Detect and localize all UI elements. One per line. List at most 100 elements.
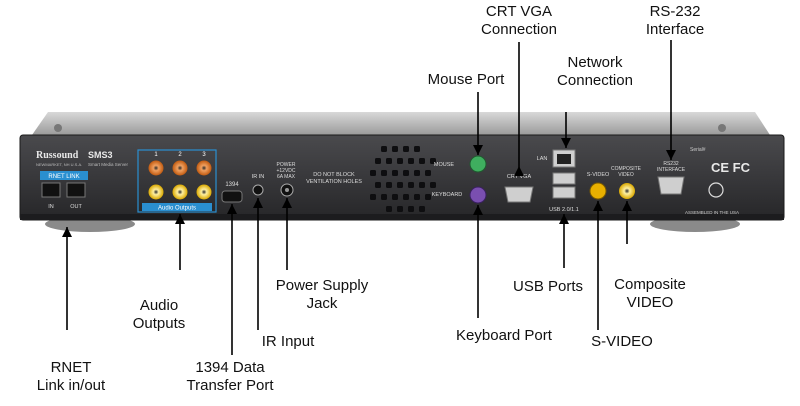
recycle-icon xyxy=(708,182,724,198)
chassis-bottom-edge xyxy=(20,214,784,220)
vent-hole xyxy=(381,170,387,176)
arrowhead-up xyxy=(559,214,569,224)
rnet-in-label: IN xyxy=(48,204,54,210)
rca-jack xyxy=(148,160,164,176)
power-label-3: 6A MAX xyxy=(277,174,296,180)
vent-hole xyxy=(370,194,376,200)
rs232-label-1: RS232 xyxy=(663,161,679,167)
audio-ch-3: 3 xyxy=(202,152,206,158)
lan-port-opening xyxy=(557,154,571,164)
arrowhead-up xyxy=(622,201,632,211)
chassis-top xyxy=(32,112,770,135)
arrowhead-down xyxy=(561,138,571,148)
vent-hole xyxy=(403,194,409,200)
svideo-port xyxy=(589,182,607,200)
usb-port-2 xyxy=(552,186,576,199)
callout-keyboard: Keyboard Port xyxy=(444,327,564,345)
vent-hole xyxy=(403,146,409,152)
rnet-out-label: OUT xyxy=(70,204,82,210)
vent-hole xyxy=(375,158,381,164)
vent-text-1: DO NOT BLOCK xyxy=(313,172,355,178)
arrowhead-up xyxy=(227,204,237,214)
composite-label-1: COMPOSITE xyxy=(611,166,642,172)
callout-1394: 1394 Data Transfer Port xyxy=(174,359,286,395)
vent-hole xyxy=(392,170,398,176)
callout-power: Power Supply Jack xyxy=(266,277,378,313)
callout-mouse: Mouse Port xyxy=(406,71,526,89)
callout-line: Connection xyxy=(557,72,633,89)
vent-hole xyxy=(430,158,436,164)
composite-port xyxy=(619,183,635,199)
rs232-port xyxy=(657,176,685,195)
callout-line: Power Supply xyxy=(275,277,369,294)
power-jack-pin xyxy=(285,188,289,192)
callout-line: CRT VGA xyxy=(485,3,553,20)
rca-jack xyxy=(172,184,188,200)
arrowhead-up xyxy=(253,198,263,208)
rca-jack xyxy=(196,160,212,176)
arrowhead-up xyxy=(593,201,603,211)
arrowhead-down xyxy=(473,145,483,155)
callout-line: Composite xyxy=(614,276,686,293)
screw xyxy=(54,124,62,132)
callout-line: Interface xyxy=(645,21,705,38)
callout-line: Link in/out xyxy=(36,377,106,394)
vent-hole xyxy=(381,146,387,152)
callout-line: Transfer Port xyxy=(186,377,274,394)
assembled-label: ASSEMBLED IN THE USA xyxy=(685,210,739,215)
vent-hole xyxy=(419,158,425,164)
power-label-2: +12VDC xyxy=(276,168,295,174)
rca-jack xyxy=(148,184,164,200)
callout-line: Mouse Port xyxy=(427,71,505,88)
arrowhead-up xyxy=(282,198,292,208)
vent-hole xyxy=(397,182,403,188)
vent-hole xyxy=(375,182,381,188)
usb-label: USB 2.0/1.1 xyxy=(549,207,579,213)
callout-line: S-VIDEO xyxy=(591,333,653,350)
model-name: SMS3 xyxy=(88,150,113,160)
callout-line: Keyboard Port xyxy=(456,327,552,344)
vga-port xyxy=(504,186,534,203)
vent-hole xyxy=(397,206,403,212)
callout-composite: Composite VIDEO xyxy=(605,276,695,312)
vent-hole xyxy=(386,206,392,212)
vent-hole xyxy=(419,182,425,188)
vent-hole xyxy=(386,158,392,164)
usb-port-1 xyxy=(552,172,576,185)
callout-line: Outputs xyxy=(132,315,186,332)
vent-hole xyxy=(408,158,414,164)
brand-logo: Russound xyxy=(36,150,79,161)
vent-hole xyxy=(419,206,425,212)
vent-hole xyxy=(408,206,414,212)
port-1394-label: 1394 xyxy=(225,182,239,188)
audio-panel xyxy=(137,149,217,213)
serial-label: Serial# xyxy=(690,147,706,153)
callout-rnet: RNET Link in/out xyxy=(28,359,114,395)
keyboard-label: KEYBOARD xyxy=(432,192,463,198)
model-subtext: Smart Media Server xyxy=(88,162,129,167)
callout-line: Audio xyxy=(139,297,179,314)
callout-rs232: RS-232 Interface xyxy=(630,3,720,39)
vent-text-2: VENTILATION HOLES xyxy=(306,179,362,185)
audio-ch-2: 2 xyxy=(178,152,182,158)
vent-hole xyxy=(403,170,409,176)
vent-hole xyxy=(392,146,398,152)
audio-ch-1: 1 xyxy=(154,152,158,158)
lan-label: LAN xyxy=(537,156,548,162)
arrowhead-up xyxy=(62,227,72,237)
callout-usb: USB Ports xyxy=(503,278,593,296)
mouse-port xyxy=(469,155,487,173)
ir-jack xyxy=(252,184,264,196)
callout-line: USB Ports xyxy=(512,278,584,295)
rnet-jack-in xyxy=(41,182,61,198)
arrowhead-up xyxy=(175,214,185,224)
callout-line: Connection xyxy=(481,21,557,38)
vent-hole xyxy=(397,158,403,164)
callout-audio: Audio Outputs xyxy=(124,297,194,333)
vent-hole xyxy=(392,194,398,200)
vent-hole xyxy=(414,146,420,152)
vent-hole xyxy=(386,182,392,188)
vent-hole xyxy=(408,182,414,188)
vent-hole xyxy=(414,194,420,200)
